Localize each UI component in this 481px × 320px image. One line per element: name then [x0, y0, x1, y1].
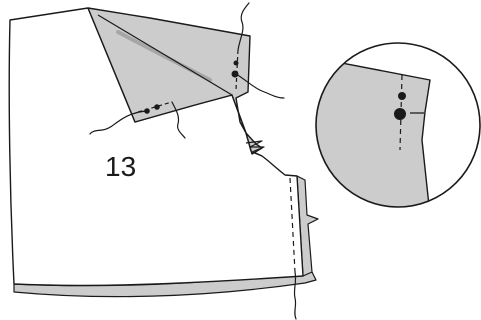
lapel-roll-line — [97, 14, 233, 96]
lapel-tack-2 — [154, 104, 160, 110]
interfacing-stripe — [116, 30, 212, 82]
step-number: 13 — [105, 151, 136, 182]
hem-thread-bottom — [293, 271, 297, 320]
magnifier-circle-outline — [315, 42, 481, 208]
collar-thread-right — [235, 73, 285, 99]
side-basting-line — [289, 177, 296, 273]
lapel-thread-left — [89, 110, 148, 135]
collar-tack-large — [231, 70, 239, 78]
magnified-tack-large — [394, 108, 406, 120]
magnifier-detail — [315, 42, 481, 208]
neck-notch — [245, 140, 265, 157]
magnified-collar — [316, 54, 431, 207]
garment-panel-body — [8, 7, 304, 287]
collar-tack-small — [233, 60, 239, 66]
magnified-tack-small — [398, 92, 406, 100]
collar-thread-top — [237, 2, 250, 51]
folded-lapel — [87, 7, 265, 157]
garment-panel — [8, 7, 319, 298]
lapel-reverse-face — [87, 7, 263, 155]
thread-tacks — [89, 2, 297, 320]
lapel-thread-right — [171, 101, 186, 139]
garment-side-facing — [296, 175, 319, 277]
